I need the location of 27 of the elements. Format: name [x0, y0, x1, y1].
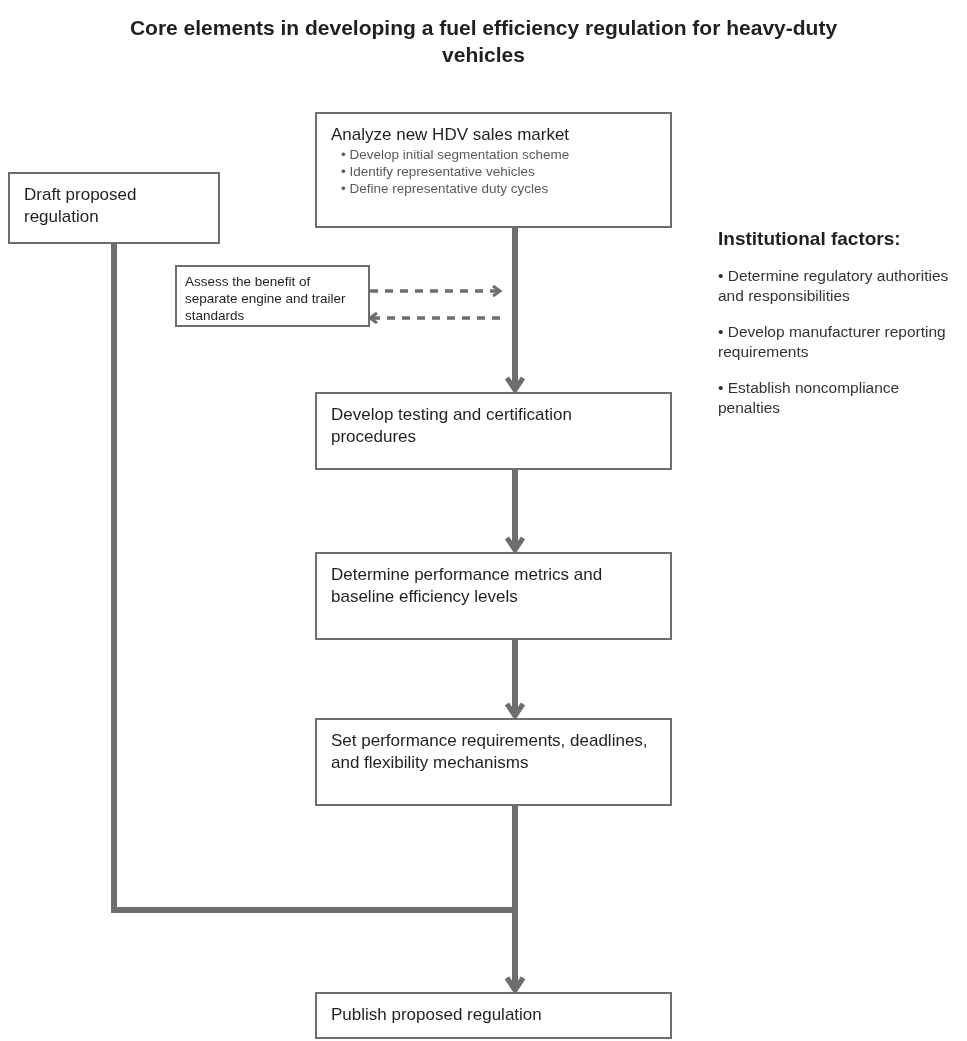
- side-heading: Institutional factors:: [718, 228, 902, 250]
- process-box: [315, 552, 672, 640]
- arrow: [504, 228, 526, 393]
- diagram-title: Core elements in developing a fuel efficiency regulation for heavy-duty vehicles: [128, 15, 839, 68]
- process-box: [175, 265, 370, 327]
- arrow: [111, 244, 526, 993]
- bullet-item: • Identify representative vehicles: [340, 163, 536, 180]
- step-text: Set performance requirements, deadlines, and flexibility mechanisms: [331, 730, 649, 774]
- step-text: Publish proposed regulation: [331, 1004, 543, 1026]
- process-box: [315, 112, 672, 228]
- process-box: [8, 172, 220, 244]
- step-text: Analyze new HDV sales market: [331, 124, 571, 146]
- bullet-note: • Determine regulatory authorities and responsibilities: [718, 266, 950, 306]
- bullet-item: • Develop initial segmentation scheme: [340, 146, 571, 163]
- process-box: [315, 992, 672, 1039]
- step-text: Develop testing and certification procedures: [331, 404, 573, 448]
- process-box: [315, 718, 672, 806]
- bullet-note: • Establish noncompliance penalties: [718, 378, 901, 418]
- step-text: Assess the benefit of separate engine and trailer standards: [185, 273, 347, 324]
- dashed-arrow: [370, 284, 502, 298]
- step-text: Determine performance metrics and baseline efficiency levels: [331, 564, 604, 608]
- bullet-item: • Define representative duty cycles: [340, 180, 550, 197]
- step-text: Draft proposed regulation: [24, 184, 138, 228]
- arrow: [504, 470, 526, 553]
- arrow: [504, 640, 526, 719]
- bullet-note: • Develop manufacturer reporting requirements: [718, 322, 947, 362]
- process-box: [315, 392, 672, 470]
